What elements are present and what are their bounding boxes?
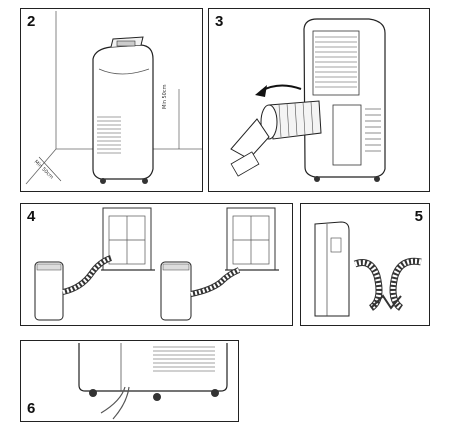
step-2-panel: 2 Min 50cm Min 50cm [20,8,203,192]
step-6-illustration [78,343,228,420]
step-2-number: 2 [27,13,36,30]
step-5-number: 5 [414,208,423,225]
step-5-illustration [314,221,422,317]
step-3-number: 3 [215,13,224,30]
step-3-illustration [230,18,386,182]
side-clearance-label: Min 50cm [162,84,168,109]
step-5-panel: 5 [300,203,430,326]
step-2-illustration [25,11,202,185]
step-4-panel: 4 [20,203,293,326]
step-4-number: 4 [27,208,36,225]
step-6-number: 6 [27,400,36,417]
step-6-panel: 6 [20,340,239,422]
step-3-panel: 3 [208,8,430,192]
step-4-illustration [34,207,279,321]
